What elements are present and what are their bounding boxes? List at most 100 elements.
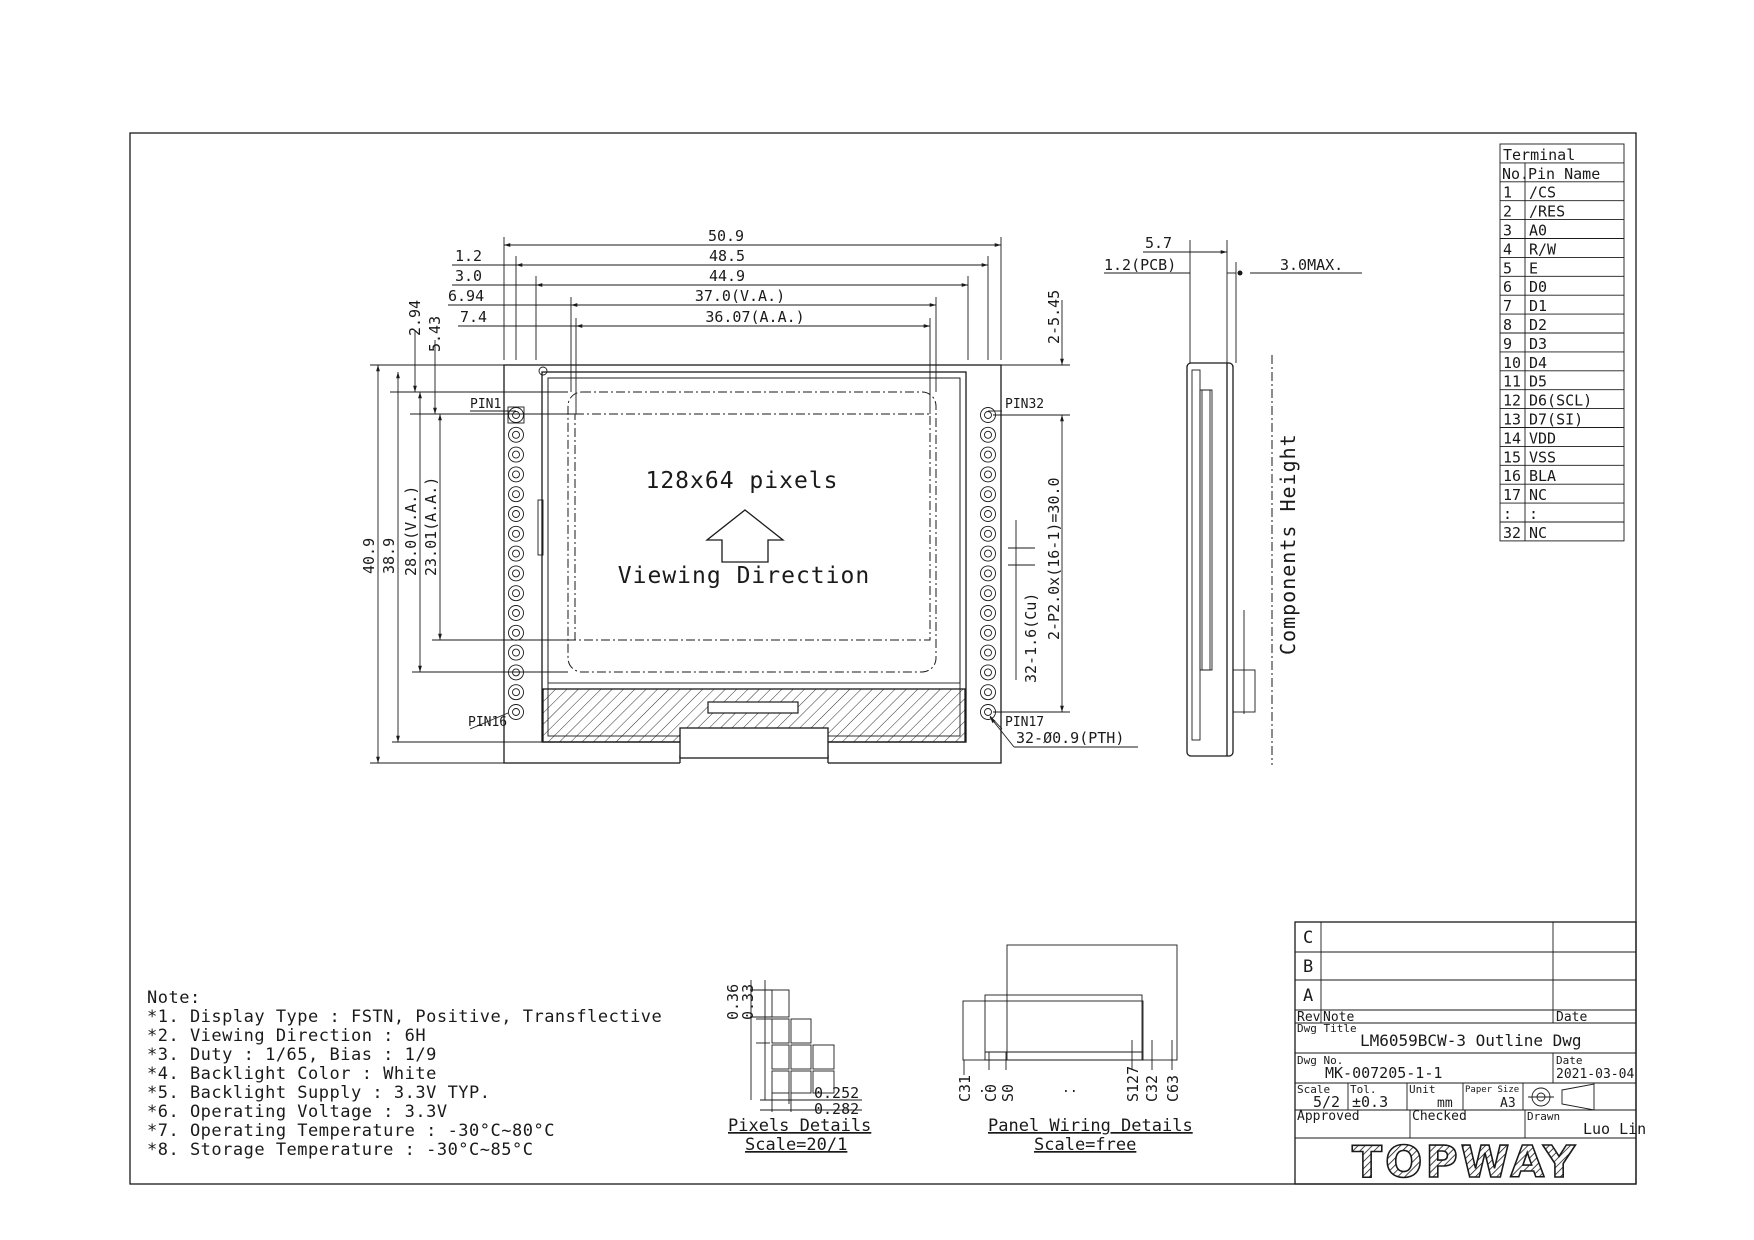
pin-hole — [512, 609, 520, 617]
dwg-title: LM6059BCW-3 Outline Dwg — [1360, 1031, 1582, 1050]
pin-pad — [980, 426, 996, 443]
pin-hole — [984, 529, 992, 538]
pin-hole — [512, 529, 520, 538]
date-value: 2021-03-04 — [1556, 1067, 1634, 1082]
pin-pad — [508, 426, 524, 443]
pin-pad — [508, 466, 524, 483]
note-item: *1. Display Type : FSTN, Positive, Trans… — [147, 1007, 662, 1027]
right-dimensions: 2-5.45 2-P2.0x(16-1)=30.0 32-1.6(Cu) 32-… — [989, 290, 1138, 748]
side-body — [1186, 362, 1234, 757]
wiring-dots: .. — [1062, 1081, 1078, 1096]
pin-pad — [980, 466, 996, 483]
dim-36-07-aa: 36.07(A.A.) — [705, 308, 804, 326]
scale-value: 5/2 — [1313, 1093, 1340, 1111]
topway-logo: TOPWAY — [1352, 1137, 1578, 1188]
pin-hole — [984, 411, 992, 419]
drawn-label: Drawn — [1527, 1110, 1560, 1123]
pin-hole — [512, 708, 520, 716]
terminal-row-no: 6 — [1503, 278, 1512, 296]
active-area — [574, 413, 931, 641]
terminal-row-name: NC — [1529, 524, 1547, 542]
terminal-row-no: 32 — [1503, 524, 1521, 542]
terminal-row-no: 16 — [1503, 467, 1521, 485]
pin-pad — [980, 585, 996, 602]
note-item: *4. Backlight Color : White — [147, 1064, 437, 1084]
terminal-row-name: NC — [1529, 486, 1547, 504]
dim-50-9: 50.9 — [708, 227, 744, 245]
scale-label: Scale — [1297, 1083, 1330, 1096]
pin-hole — [984, 609, 992, 617]
pin-hole — [512, 450, 520, 459]
pin-hole — [512, 628, 520, 637]
pin-hole — [512, 411, 520, 419]
unit-label: Unit — [1409, 1083, 1436, 1096]
panel-wiring-details: C31 C0 S0 S127 C32 C63 .. .. Panel Wirin… — [956, 944, 1193, 1155]
dim-pitch: 2-P2.0x(16-1)=30.0 — [1045, 477, 1063, 640]
tol-value: ±0.3 — [1352, 1093, 1388, 1111]
viewing-direction-arrow-icon — [705, 509, 785, 563]
terminal-row-no: 7 — [1503, 297, 1512, 315]
pin-pad — [980, 624, 996, 641]
dim-pth: 32-Ø0.9(PTH) — [1016, 729, 1124, 747]
pin-pad — [508, 565, 524, 582]
terminal-title: Terminal — [1503, 146, 1575, 164]
pin16-label: PIN16 — [468, 715, 507, 730]
dim-44-9: 44.9 — [709, 267, 745, 285]
pin-pad — [508, 644, 524, 661]
terminal-head-no: No. — [1502, 165, 1529, 183]
pin-hole — [512, 589, 520, 598]
approved-label: Approved — [1297, 1109, 1360, 1124]
terminal-row-name: A0 — [1529, 222, 1547, 240]
pin-hole — [984, 668, 992, 677]
glass — [547, 377, 961, 684]
dwg-no: MK-007205-1-1 — [1325, 1064, 1442, 1082]
pin-pad — [980, 525, 996, 542]
pin-pad — [508, 684, 524, 701]
pin-hole — [984, 648, 992, 657]
pin-hole — [512, 490, 520, 499]
top-offset-dimensions: 2.94 5.43 — [370, 300, 575, 415]
terminal-row-no: 17 — [1503, 486, 1521, 504]
components-height-text: Components Height — [1276, 433, 1300, 655]
wiring-dots: .. — [978, 1081, 994, 1096]
pixel-details-scale: Scale=20/1 — [745, 1135, 847, 1155]
paper-size-value: A3 — [1500, 1096, 1516, 1111]
pin-pad — [508, 624, 524, 641]
terminal-row-no: : — [1503, 505, 1512, 523]
pin-pad — [508, 605, 524, 621]
terminal-row-no: 4 — [1503, 240, 1512, 258]
pin-pad — [980, 565, 996, 582]
horizontal-dimensions: 50.9 48.5 44.9 37.0(V.A.) 36.07(A.A.) 1.… — [448, 227, 1002, 414]
dim-40-9: 40.9 — [360, 538, 378, 574]
dwg-title-label: Dwg Title — [1297, 1022, 1357, 1035]
pin-pad — [508, 446, 524, 463]
pin-hole — [984, 589, 992, 598]
pin-hole — [984, 569, 992, 578]
terminal-row-name: /CS — [1529, 184, 1556, 202]
pin-hole — [984, 708, 992, 716]
note-item: *8. Storage Temperature : -30°C~85°C — [147, 1140, 533, 1160]
pin-hole — [512, 549, 520, 558]
fpc-tab — [679, 727, 829, 759]
terminal-row-name: R/W — [1529, 240, 1557, 258]
dim-48-5: 48.5 — [709, 247, 745, 265]
bezel — [541, 371, 967, 743]
ic-slot — [707, 701, 799, 714]
pin-pad — [508, 585, 524, 602]
rev-header: Rev — [1297, 1010, 1321, 1025]
terminal-row-name: D6(SCL) — [1529, 392, 1592, 410]
terminal-row-no: 2 — [1503, 203, 1512, 221]
dim-6-94: 6.94 — [448, 287, 484, 305]
note-item: *7. Operating Temperature : -30°C~80°C — [147, 1121, 555, 1141]
title-block: C B A Rev Note Date Dwg Title LM6059BCW-… — [1294, 921, 1646, 1189]
terminal-row-no: 12 — [1503, 392, 1521, 410]
terminal-row-name: D1 — [1529, 297, 1547, 315]
terminal-row-name: BLA — [1529, 467, 1556, 485]
pin-hole — [984, 430, 992, 439]
dim-23-01-aa: 23.01(A.A.) — [422, 477, 440, 576]
pin32-label: PIN32 — [1005, 397, 1044, 412]
pin-hole — [984, 688, 992, 697]
pin-hole — [984, 490, 992, 499]
dim-5-43: 5.43 — [426, 316, 444, 352]
